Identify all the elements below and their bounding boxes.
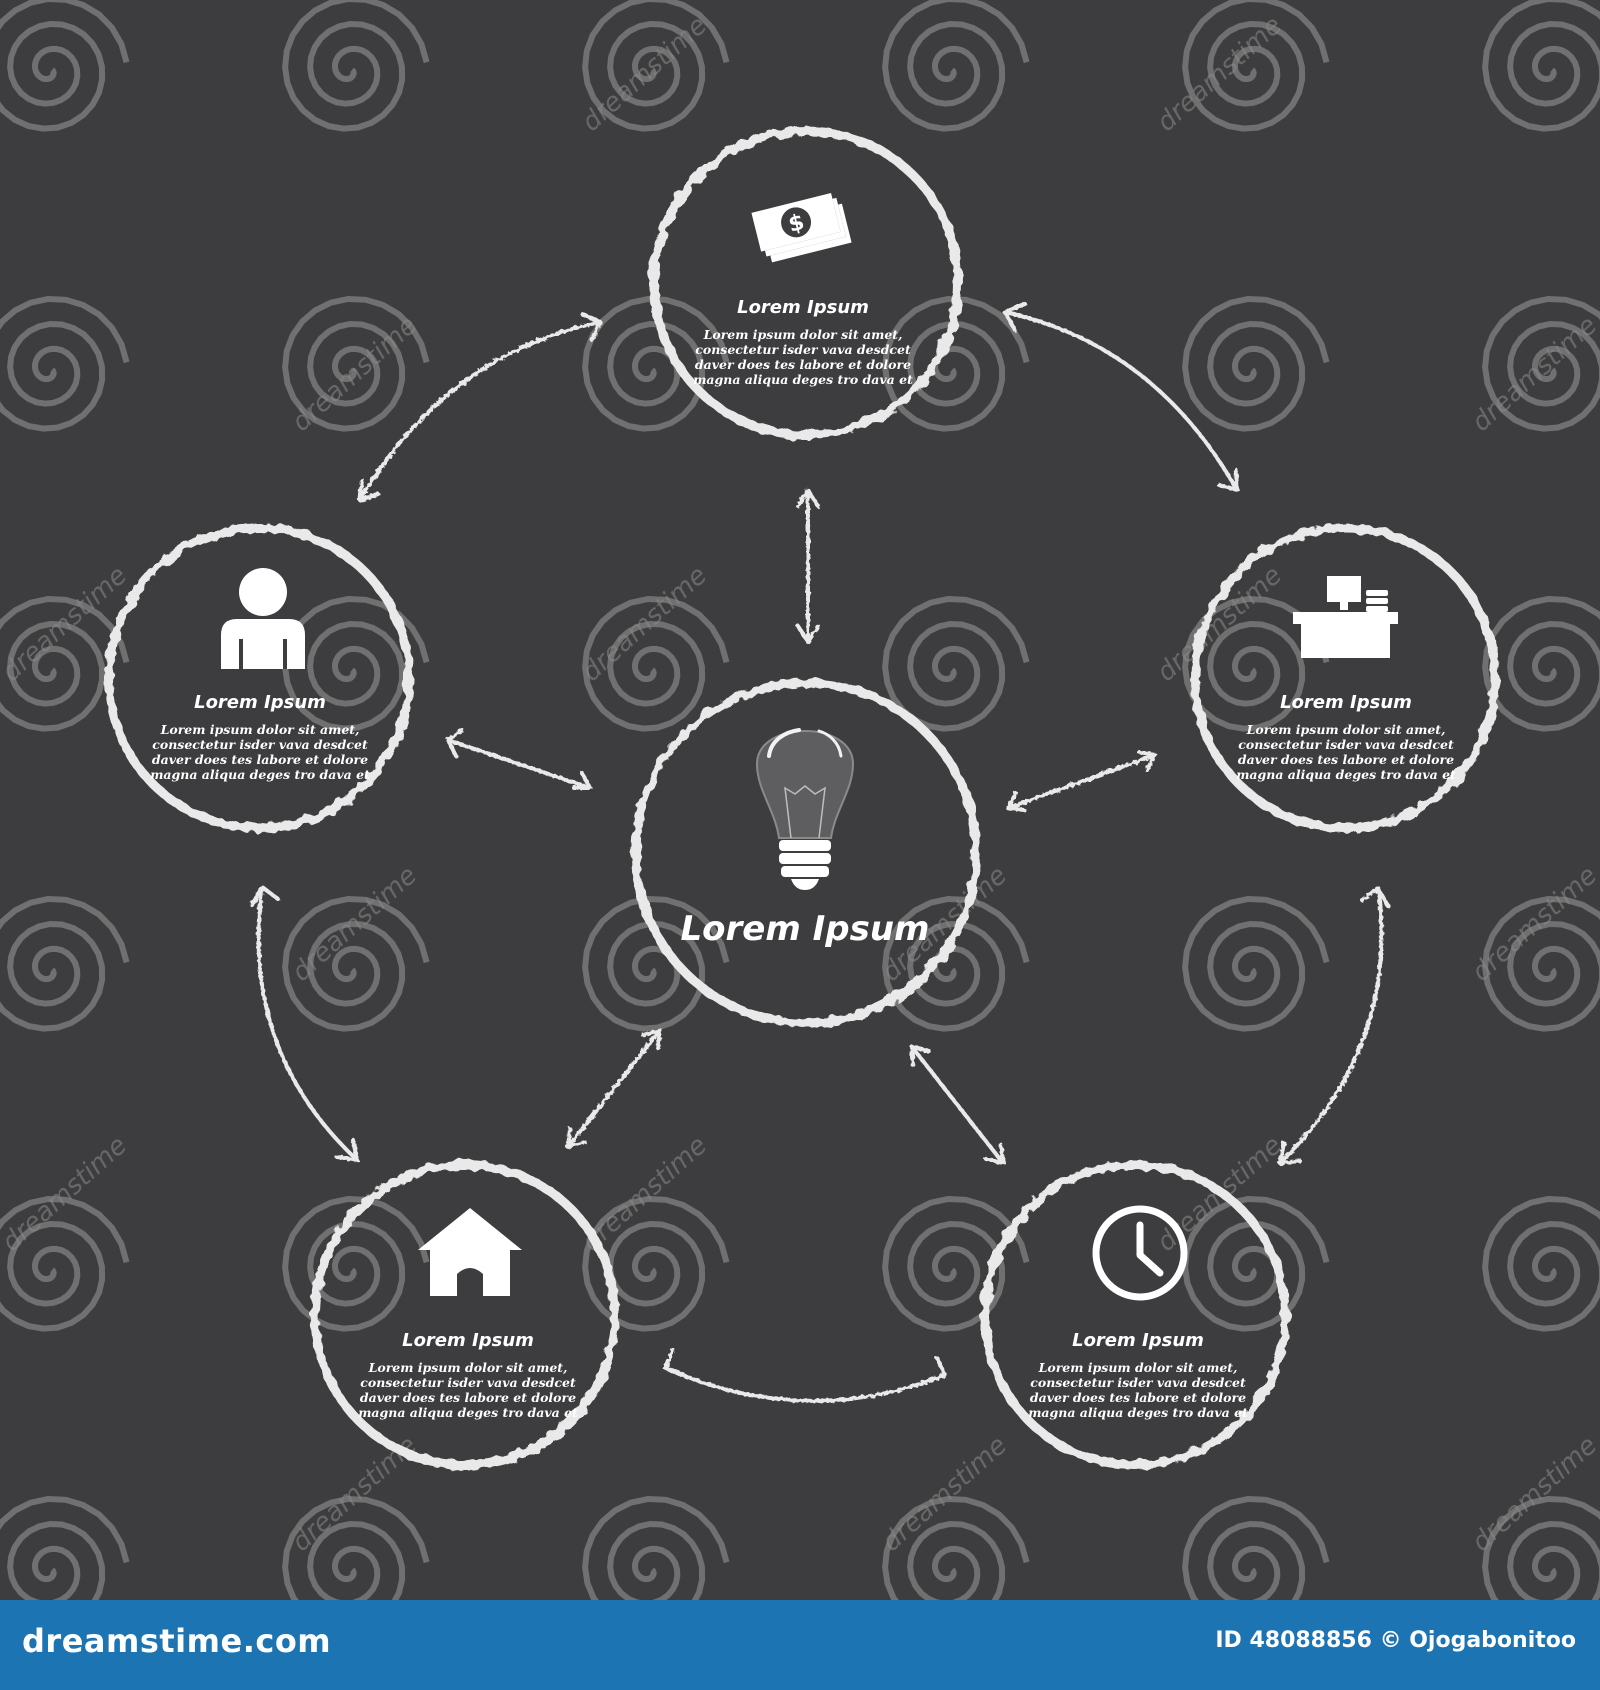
circle-left [104,523,414,833]
node-right: Lorem Ipsum Lorem ipsum dolor sit amet, … [1236,692,1456,782]
connector-arrows [250,302,1390,1403]
node-left: Lorem Ipsum Lorem ipsum dolor sit amet, … [150,692,370,782]
watermark-spiral-icon [0,595,130,732]
node-text-line: Lorem ipsum dolor sit amet, [368,1360,568,1375]
watermark-spiral-icon [582,295,730,432]
watermark-spiral-icon [582,1495,730,1600]
node-text-line: magna aliqua deges tro dava et [693,372,913,387]
circle-center [631,678,981,1028]
watermark-spiral-icon [1482,295,1600,432]
watermark-text: dreamstime [1466,1430,1600,1557]
arrow-left-bottomleft [250,885,359,1162]
watermark-text: dreamstime [1151,10,1288,137]
watermark-spiral-icon [882,595,1030,732]
node-text-line: daver does tes labore et dolore [695,357,911,372]
node-text-line: consectetur isder vava desdcet [1030,1375,1246,1390]
node-title: Lorem Ipsum [1280,692,1412,713]
watermark-spiral-icon [1182,295,1330,432]
clock-icon [1092,1205,1188,1301]
watermark-spiral-icon [1182,895,1330,1032]
watermark-spiral-icon [282,1195,430,1332]
arrow-spoke-bottomright [910,1045,1005,1165]
node-text-line: Lorem ipsum dolor sit amet, [160,722,360,737]
watermark-spiral-icon [882,1195,1030,1332]
watermark-text: dreamstime [0,1130,133,1257]
watermark-spiral-icon [1482,0,1600,132]
node-text-line: Lorem ipsum dolor sit amet, [1038,1360,1238,1375]
arrow-bottom [663,1348,947,1403]
arrow-spoke-bottomleft [566,1028,662,1149]
watermark-spiral-icon [282,895,430,1032]
cycle-diagram: dreamstime dreamstime dreamstime dreamstime… [0,0,1600,1600]
circle-bottom-right [980,1160,1290,1470]
circle-top [649,126,963,440]
watermark-spiral-icon [1182,0,1330,132]
person-icon [221,568,305,669]
watermark-spiral-icon [1182,595,1330,732]
footer-brand-link[interactable]: dreamstime.com [22,1622,332,1660]
watermark-spiral-icon [1182,1495,1330,1600]
node-text-line: consectetur isder vava desdcet [360,1375,576,1390]
node-text-line: daver does tes labore et dolore [360,1390,576,1405]
watermark-spiral-icon [582,595,730,732]
arrow-top-left [358,312,602,502]
arrow-spoke-top [796,488,820,644]
node-text-line: magna aliqua deges tro dava et [358,1405,578,1420]
watermark-spiral-icon [882,895,1030,1032]
node-text-line: consectetur isder vava desdcet [1238,737,1454,752]
node-text-line: consectetur isder vava desdcet [695,342,911,357]
node-bottom-right: Lorem Ipsum Lorem ipsum dolor sit amet, … [1028,1330,1248,1420]
watermark-spiral-icon [882,0,1030,132]
arrow-spoke-left [446,728,592,790]
node-text-line: magna aliqua deges tro dava et [1028,1405,1248,1420]
node-title: Lorem Ipsum [737,297,869,318]
svg-text:$: $ [786,210,807,238]
watermark-spiral-icon [0,295,130,432]
watermark-spiral-icon [882,1495,1030,1600]
watermark-spiral-icon [1182,1195,1330,1332]
arrow-right-bottomright [1278,886,1390,1165]
node-title: Lorem Ipsum [194,692,326,713]
house-icon [418,1208,522,1296]
watermark-spiral-icon [282,595,430,732]
circle-bottom-left [310,1160,620,1470]
node-text-line: Lorem ipsum dolor sit amet, [703,327,903,342]
watermark-text: dreamstime [876,1430,1013,1557]
watermark-spiral-icon [282,295,430,432]
desk-icon [1293,576,1398,658]
watermark-spiral-icon [1482,1195,1600,1332]
center-title: Lorem Ipsum [681,909,930,949]
watermark-spiral-icon [1482,895,1600,1032]
watermark-spiral-icon [0,1195,130,1332]
node-title: Lorem Ipsum [402,1330,534,1351]
watermark-spiral-icon [0,895,130,1032]
node-text-line: Lorem ipsum dolor sit amet, [1246,722,1446,737]
node-text-line: consectetur isder vava desdcet [152,737,368,752]
node-text-line: daver does tes labore et dolore [152,752,368,767]
node-title: Lorem Ipsum [1072,1330,1204,1351]
node-text-line: daver does tes labore et dolore [1030,1390,1246,1405]
watermark-spiral-icon [1482,595,1600,732]
watermark-spiral-icon [0,1495,130,1600]
footer-bar: dreamstime.com ID 48088856 © Ojogabonito… [0,1600,1600,1690]
watermark-spiral-icon [582,0,730,132]
node-bottom-left: Lorem Ipsum Lorem ipsum dolor sit amet, … [358,1330,578,1420]
node-circles [104,126,1500,1470]
watermark-spiral-icon [1482,1495,1600,1600]
watermark-spiral-icon [282,0,430,132]
node-top: Lorem Ipsum Lorem ipsum dolor sit amet, … [693,297,913,387]
node-text-line: magna aliqua deges tro dava et [150,767,370,782]
node-text-line: magna aliqua deges tro dava et [1236,767,1456,782]
watermark-spiral-icon [282,1495,430,1600]
lightbulb-icon [755,728,855,890]
arrow-top-right [1003,302,1239,492]
watermark-spiral-icon [582,895,730,1032]
node-text-line: daver does tes labore et dolore [1238,752,1454,767]
arrow-spoke-right [1006,750,1157,812]
circle-right [1190,523,1500,833]
footer-image-credit: ID 48088856 © Ojogabonitoo [1215,1628,1576,1653]
watermark-spiral-icon [0,0,130,132]
money-icon: $ [751,193,852,263]
